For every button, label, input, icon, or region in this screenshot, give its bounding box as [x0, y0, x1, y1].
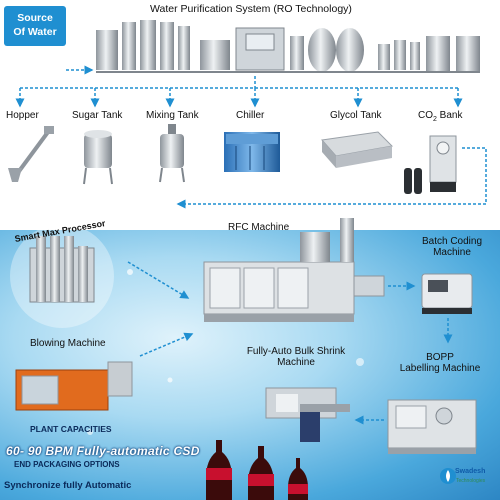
source-line1: Source [17, 12, 53, 24]
plant-capacities-heading: PLANT CAPACITIES [30, 424, 112, 434]
label-co2-bank: CO2 Bank [418, 110, 462, 123]
logo-name: Swadesh [455, 468, 486, 475]
bopp-line2: Labelling Machine [399, 363, 481, 374]
source-of-water-box: Source Of Water [4, 6, 66, 46]
coke-bottles-illustration [206, 440, 308, 500]
logo-tagline: Technologies [456, 478, 486, 484]
arrow-co2-return [176, 147, 487, 209]
bulk-shrink-machine-illustration [265, 387, 350, 442]
co2-bank-illustration [404, 135, 457, 194]
bopp-labelling-machine-illustration [387, 399, 477, 454]
label-rfc-machine: RFC Machine [228, 222, 290, 233]
label-mixing-tank: Mixing Tank [146, 110, 199, 121]
co2-rest: Bank [436, 110, 463, 121]
batch-coding-line2: Machine [433, 247, 471, 258]
blowing-machine-illustration [15, 361, 133, 411]
label-bopp: BOPP Labelling Machine [392, 352, 488, 374]
arrow-blowing-to-rfc [139, 332, 194, 357]
arrow-smartmax-to-rfc [127, 261, 190, 299]
label-blowing-machine: Blowing Machine [30, 338, 106, 349]
label-sugar-tank: Sugar Tank [72, 110, 123, 121]
source-line2: Of Water [13, 26, 57, 38]
label-chiller: Chiller [236, 110, 265, 121]
chiller-illustration [224, 132, 280, 172]
swadesh-logo-icon [440, 468, 456, 484]
ro-plant-illustration [96, 20, 480, 73]
smart-max-processor-illustration [10, 224, 114, 328]
batch-coding-machine-illustration [421, 273, 473, 314]
batch-coding-line1: Batch Coding [421, 236, 483, 247]
label-glycol-tank: Glycol Tank [330, 110, 382, 121]
co2-main: CO [418, 110, 433, 121]
sugar-tank-illustration [83, 130, 113, 185]
synchronize-text: Synchronize fully Automatic [4, 480, 132, 491]
bulk-shrink-line2: Machine [277, 357, 315, 368]
bopp-line1: BOPP [426, 352, 454, 363]
end-packaging-options: END PACKAGING OPTIONS [14, 460, 120, 469]
glycol-tank-illustration [321, 131, 394, 168]
ro-system-title: Water Purification System (RO Technology… [150, 3, 352, 15]
label-batch-coding: Batch Coding Machine [416, 236, 488, 258]
rfc-machine-illustration [203, 218, 385, 322]
bulk-shrink-line1: Fully-Auto Bulk Shrink [246, 346, 346, 357]
label-bulk-shrink: Fully-Auto Bulk Shrink Machine [236, 346, 356, 368]
hopper-illustration [8, 126, 54, 182]
label-hopper: Hopper [6, 110, 39, 121]
capacity-text: 60- 90 BPM Fully-automatic CSD [6, 444, 200, 458]
co2-sub: 2 [433, 116, 437, 123]
mixing-tank-illustration [159, 124, 185, 183]
